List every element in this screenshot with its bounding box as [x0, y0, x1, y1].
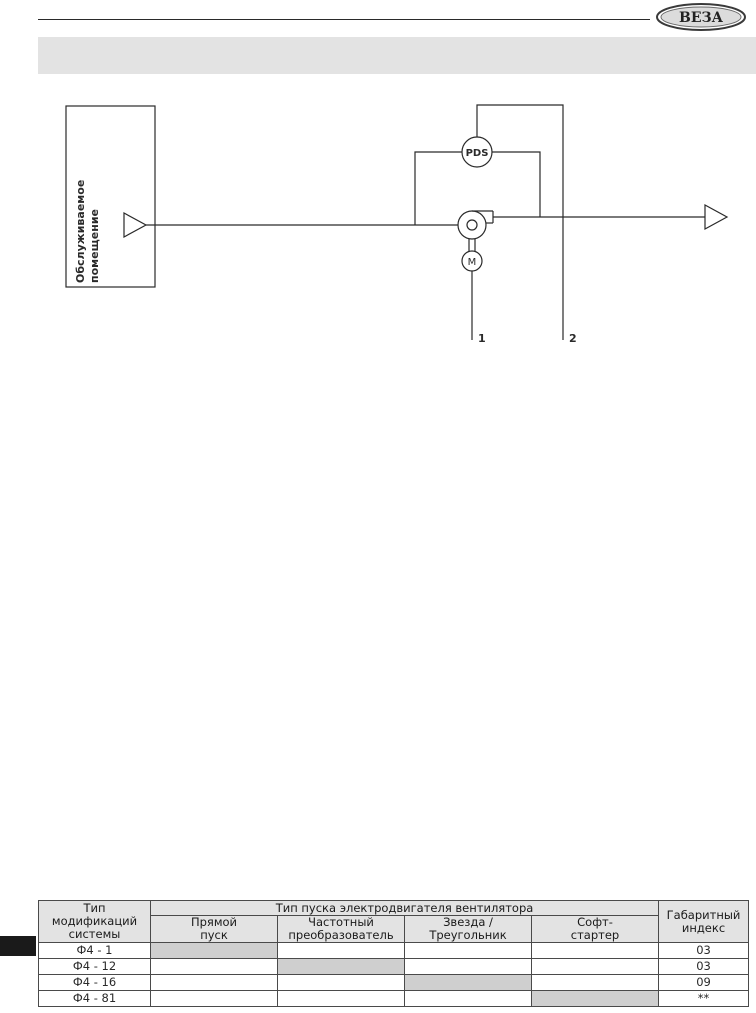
room-inlet-arrow — [123, 211, 148, 239]
header-start-type: Тип пуска электродвигателя вентилятора — [149, 900, 660, 916]
start-cell — [404, 942, 532, 959]
header-type: Тип модификаций системы — [38, 900, 151, 943]
logo-text: ВЕЗА — [679, 10, 724, 26]
room-label-line1: Обслуживаемое — [74, 180, 87, 283]
start-cell — [150, 942, 278, 959]
fan-icon — [457, 210, 487, 240]
pds-right-tap — [492, 151, 541, 217]
start-cell — [150, 974, 278, 991]
room-box — [65, 105, 156, 288]
row-type: Ф4 - 81 — [38, 990, 151, 1007]
table-row: Ф4 - 1 03 — [38, 942, 750, 959]
ventilation-diagram: PDS M 1 2 Обслуживаемое помещение — [65, 104, 729, 345]
row-size-index: 03 — [658, 958, 750, 975]
start-cell — [277, 958, 405, 975]
motor-label: M — [468, 257, 477, 268]
start-cell — [530, 942, 660, 959]
start-type-table: Тип модификаций системы Тип пуска электр… — [38, 900, 750, 1007]
terminal-1-label: 1 — [478, 332, 486, 345]
table-row: Ф4 - 16 09 — [38, 974, 750, 991]
table-row: Ф4 - 81 ** — [38, 990, 750, 1007]
page-side-tab — [0, 936, 36, 956]
row-size-index: 03 — [658, 942, 750, 959]
start-cell — [404, 958, 532, 975]
start-cell — [530, 958, 660, 975]
section-band — [38, 37, 756, 74]
row-type: Ф4 - 12 — [38, 958, 151, 975]
start-cell — [150, 958, 278, 975]
header-size-index: Габаритный индекс — [658, 900, 750, 943]
row-type: Ф4 - 1 — [38, 942, 151, 959]
room-label-line2: помещение — [88, 209, 101, 283]
row-size-index: ** — [658, 990, 750, 1007]
subheader-soft-starter: Софт-стартер — [530, 915, 660, 943]
start-cell — [150, 990, 278, 1007]
row-size-index: 09 — [658, 974, 750, 991]
start-cell — [530, 990, 660, 1007]
start-cell — [404, 974, 532, 991]
start-cell — [277, 990, 405, 1007]
start-cell — [404, 990, 532, 1007]
outlet-arrow — [704, 203, 729, 231]
pds-sensor-icon — [461, 136, 493, 168]
header-rule — [38, 19, 650, 20]
pds-label: PDS — [466, 148, 489, 159]
subheader-star-delta: Звезда /Треугольник — [404, 915, 532, 943]
start-cell — [277, 942, 405, 959]
table-row: Ф4 - 12 03 — [38, 958, 750, 975]
row-type: Ф4 - 16 — [38, 974, 151, 991]
terminal-2-label: 2 — [569, 332, 577, 345]
veza-logo: ВЕЗА — [656, 3, 746, 31]
pds-left-tap — [414, 151, 462, 225]
pds-signal-line — [476, 104, 564, 340]
start-cell — [277, 974, 405, 991]
start-cell — [530, 974, 660, 991]
